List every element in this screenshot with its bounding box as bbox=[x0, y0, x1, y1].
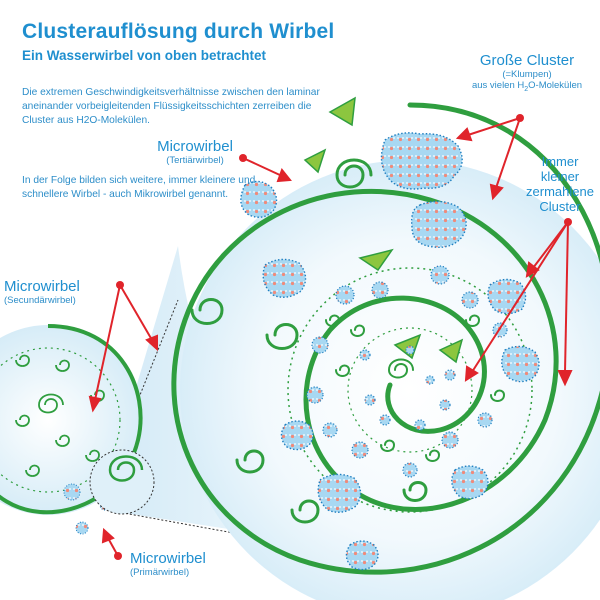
zoom-line-bottom bbox=[117, 511, 301, 546]
zoom-line-top bbox=[117, 299, 179, 451]
flow-arrow-3 bbox=[358, 248, 394, 272]
big-vortex-bg bbox=[180, 160, 600, 600]
flow-arrow-5 bbox=[438, 338, 464, 364]
description-text: Die extremen Geschwindigkeitsverhältniss… bbox=[22, 87, 320, 126]
label-secondary: Microwirbel (Secundärwirbel) bbox=[4, 278, 80, 306]
small-clusters bbox=[306, 265, 508, 478]
flow-arrow-1 bbox=[328, 96, 356, 127]
label-primary: Microwirbel (Primärwirbel) bbox=[130, 550, 206, 578]
page-subtitle: Ein Wasserwirbel von oben betrachtet bbox=[22, 48, 267, 63]
zoom-focus-circle bbox=[89, 449, 155, 515]
tertiary-vortex-group bbox=[190, 158, 428, 524]
description-text-2: In der Folge bilden sich weitere, immer … bbox=[22, 175, 256, 200]
big-vortex-dots bbox=[287, 267, 533, 513]
label-smaller-clusters: Immer kleiner zermahlene Cluster bbox=[526, 154, 594, 214]
primary-spirals bbox=[15, 354, 105, 477]
pointer-arrows bbox=[88, 117, 573, 557]
large-clusters bbox=[240, 132, 540, 571]
label-tertiary: Microwirbel (Tertiärwirbel) bbox=[157, 138, 233, 166]
inner-vortex-dots bbox=[347, 327, 473, 453]
label-big-cluster: Große Cluster (=Klumpen) aus vielen H2O-… bbox=[471, 52, 583, 93]
pointer-dots bbox=[114, 114, 572, 560]
core-spirals bbox=[325, 314, 506, 462]
big-vortex-spiral bbox=[171, 102, 600, 575]
flow-arrow-2 bbox=[303, 148, 327, 174]
page-title: Clusterauflösung durch Wirbel bbox=[22, 20, 335, 43]
